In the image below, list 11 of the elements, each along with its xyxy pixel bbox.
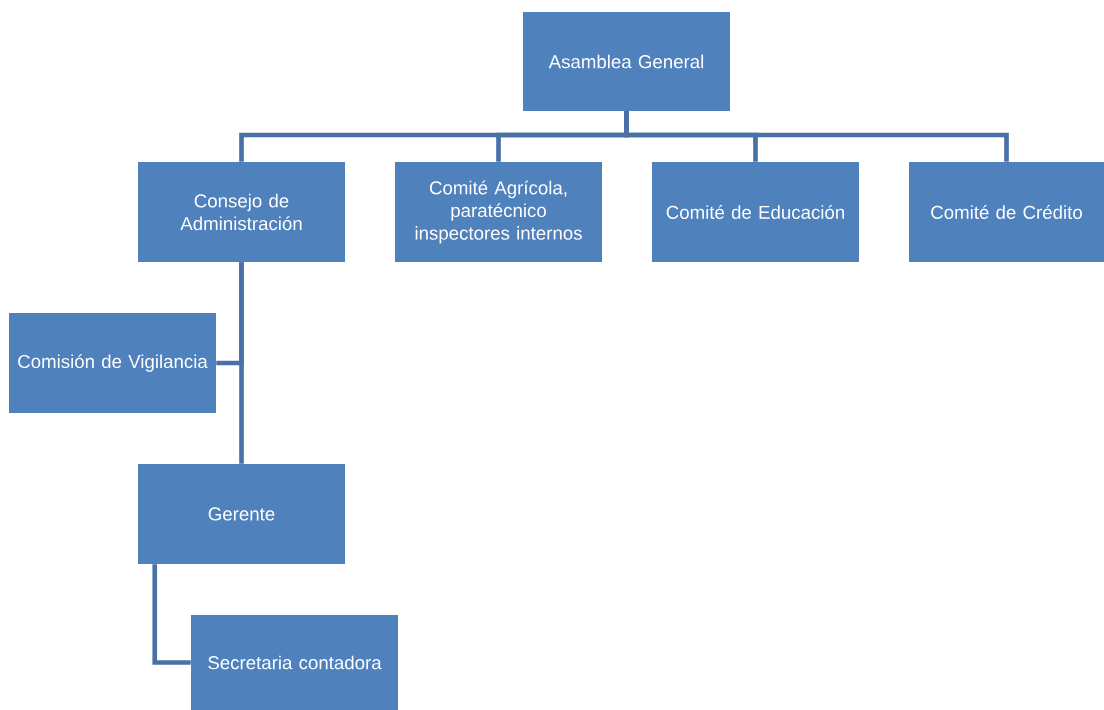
org-box: Secretaria contadora <box>191 615 398 710</box>
org-box: Comité Agrícola, paratécnico inspectores internos <box>395 162 602 262</box>
connector-line <box>152 564 191 665</box>
org-box: Comisión de Vigilancia <box>9 313 216 413</box>
org-box: Comité de Educación <box>652 162 859 262</box>
connector-line <box>239 262 244 464</box>
org-box: Consejo de Administración <box>138 162 345 262</box>
org-box: Comité de Crédito <box>909 162 1104 262</box>
org-box: Asamblea General <box>523 12 730 111</box>
connector-line <box>624 111 1009 162</box>
org-box: Gerente <box>138 464 345 564</box>
